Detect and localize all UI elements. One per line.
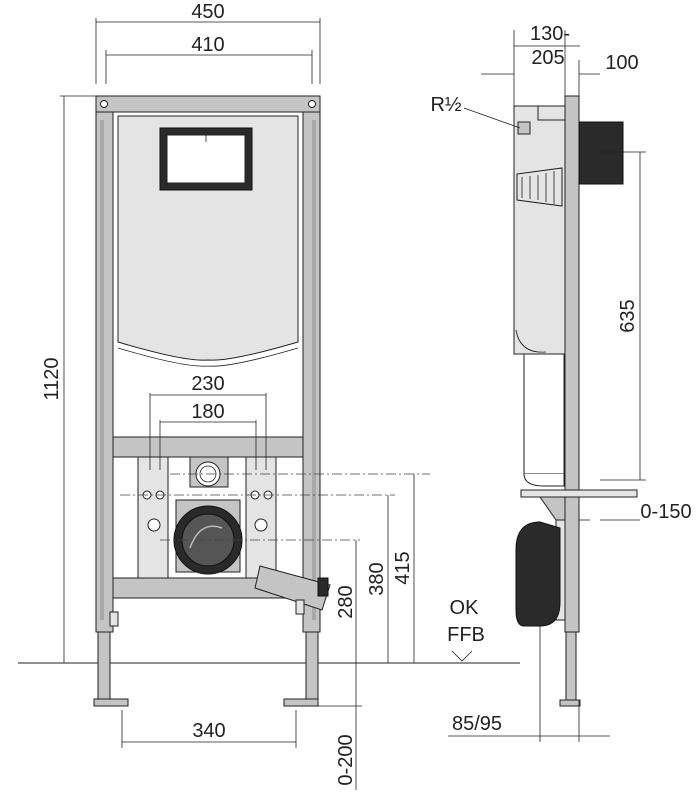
dim-380: 380 [366, 562, 388, 595]
dim-100: 100 [605, 52, 638, 74]
side-ribs [516, 167, 563, 207]
right-post [302, 95, 321, 633]
thread-label: R½ [430, 94, 461, 116]
drain-pipe-ring [181, 513, 235, 567]
side-dimensions: 130- 205 100 R½ 635 0-150 85/95 [430, 23, 692, 742]
side-cistern-cap [537, 105, 566, 121]
dim-340: 340 [192, 720, 225, 742]
diagonal-drain-pipe [254, 565, 331, 611]
side-bracket [520, 489, 638, 498]
side-actuator [578, 121, 624, 185]
dim-415: 415 [392, 551, 414, 584]
right-leg [305, 631, 319, 701]
dim-635: 635 [617, 299, 639, 332]
left-hole-lower [147, 518, 161, 532]
dim-0-200: 0-200 [335, 734, 357, 785]
dim-230: 230 [191, 373, 224, 395]
dim-0-150: 0-150 [640, 501, 691, 523]
left-leg [97, 631, 111, 701]
side-drain-elbow [515, 521, 561, 627]
left-foot [93, 698, 129, 707]
dim-280: 280 [335, 585, 357, 618]
floor-label-ffb: FFB [447, 624, 485, 646]
front-view [18, 95, 520, 707]
side-frame-leg [565, 631, 577, 703]
top-left-hole [100, 100, 108, 108]
mid-crossbar [112, 436, 304, 458]
side-pan-bracket [539, 496, 566, 521]
side-view [513, 95, 638, 707]
dim-450: 450 [191, 1, 224, 23]
right-foot [283, 698, 319, 707]
actuator-inner [166, 134, 246, 184]
side-flush-pipe [523, 353, 565, 475]
side-foot [559, 699, 581, 707]
side-inlet-stub [517, 121, 531, 135]
side-cistern-curve [515, 329, 547, 353]
drain-pipe-arc [189, 525, 223, 549]
top-rail [95, 95, 321, 113]
left-post-shade [100, 120, 104, 620]
dim-180: 180 [191, 401, 224, 423]
side-cistern [513, 105, 566, 355]
right-mount-plate [245, 456, 277, 579]
left-mount-plate [137, 456, 169, 579]
top-right-hole [308, 100, 316, 108]
dim-410: 410 [191, 34, 224, 56]
left-post [95, 95, 114, 633]
dim-85-95: 85/95 [452, 713, 502, 735]
floor-level-marker [451, 650, 473, 662]
left-leg-clamp [109, 611, 119, 627]
side-flush-bend [523, 473, 565, 487]
thread-leader [463, 107, 521, 129]
dim-1120: 1120 [41, 357, 63, 400]
dim-205: 205 [531, 47, 564, 69]
cistern-lower-curve [117, 347, 299, 367]
pipe-stub [317, 577, 329, 597]
right-post-shade [312, 120, 316, 620]
right-hole-lower [254, 518, 268, 532]
front-dimensions: 450 410 1120 230 180 340 280 380 415 [41, 1, 485, 790]
right-leg-clamp [295, 599, 305, 615]
dim-130: 130- [530, 23, 570, 45]
side-frame-post [564, 95, 580, 633]
floor-label-ok: OK [450, 597, 480, 619]
